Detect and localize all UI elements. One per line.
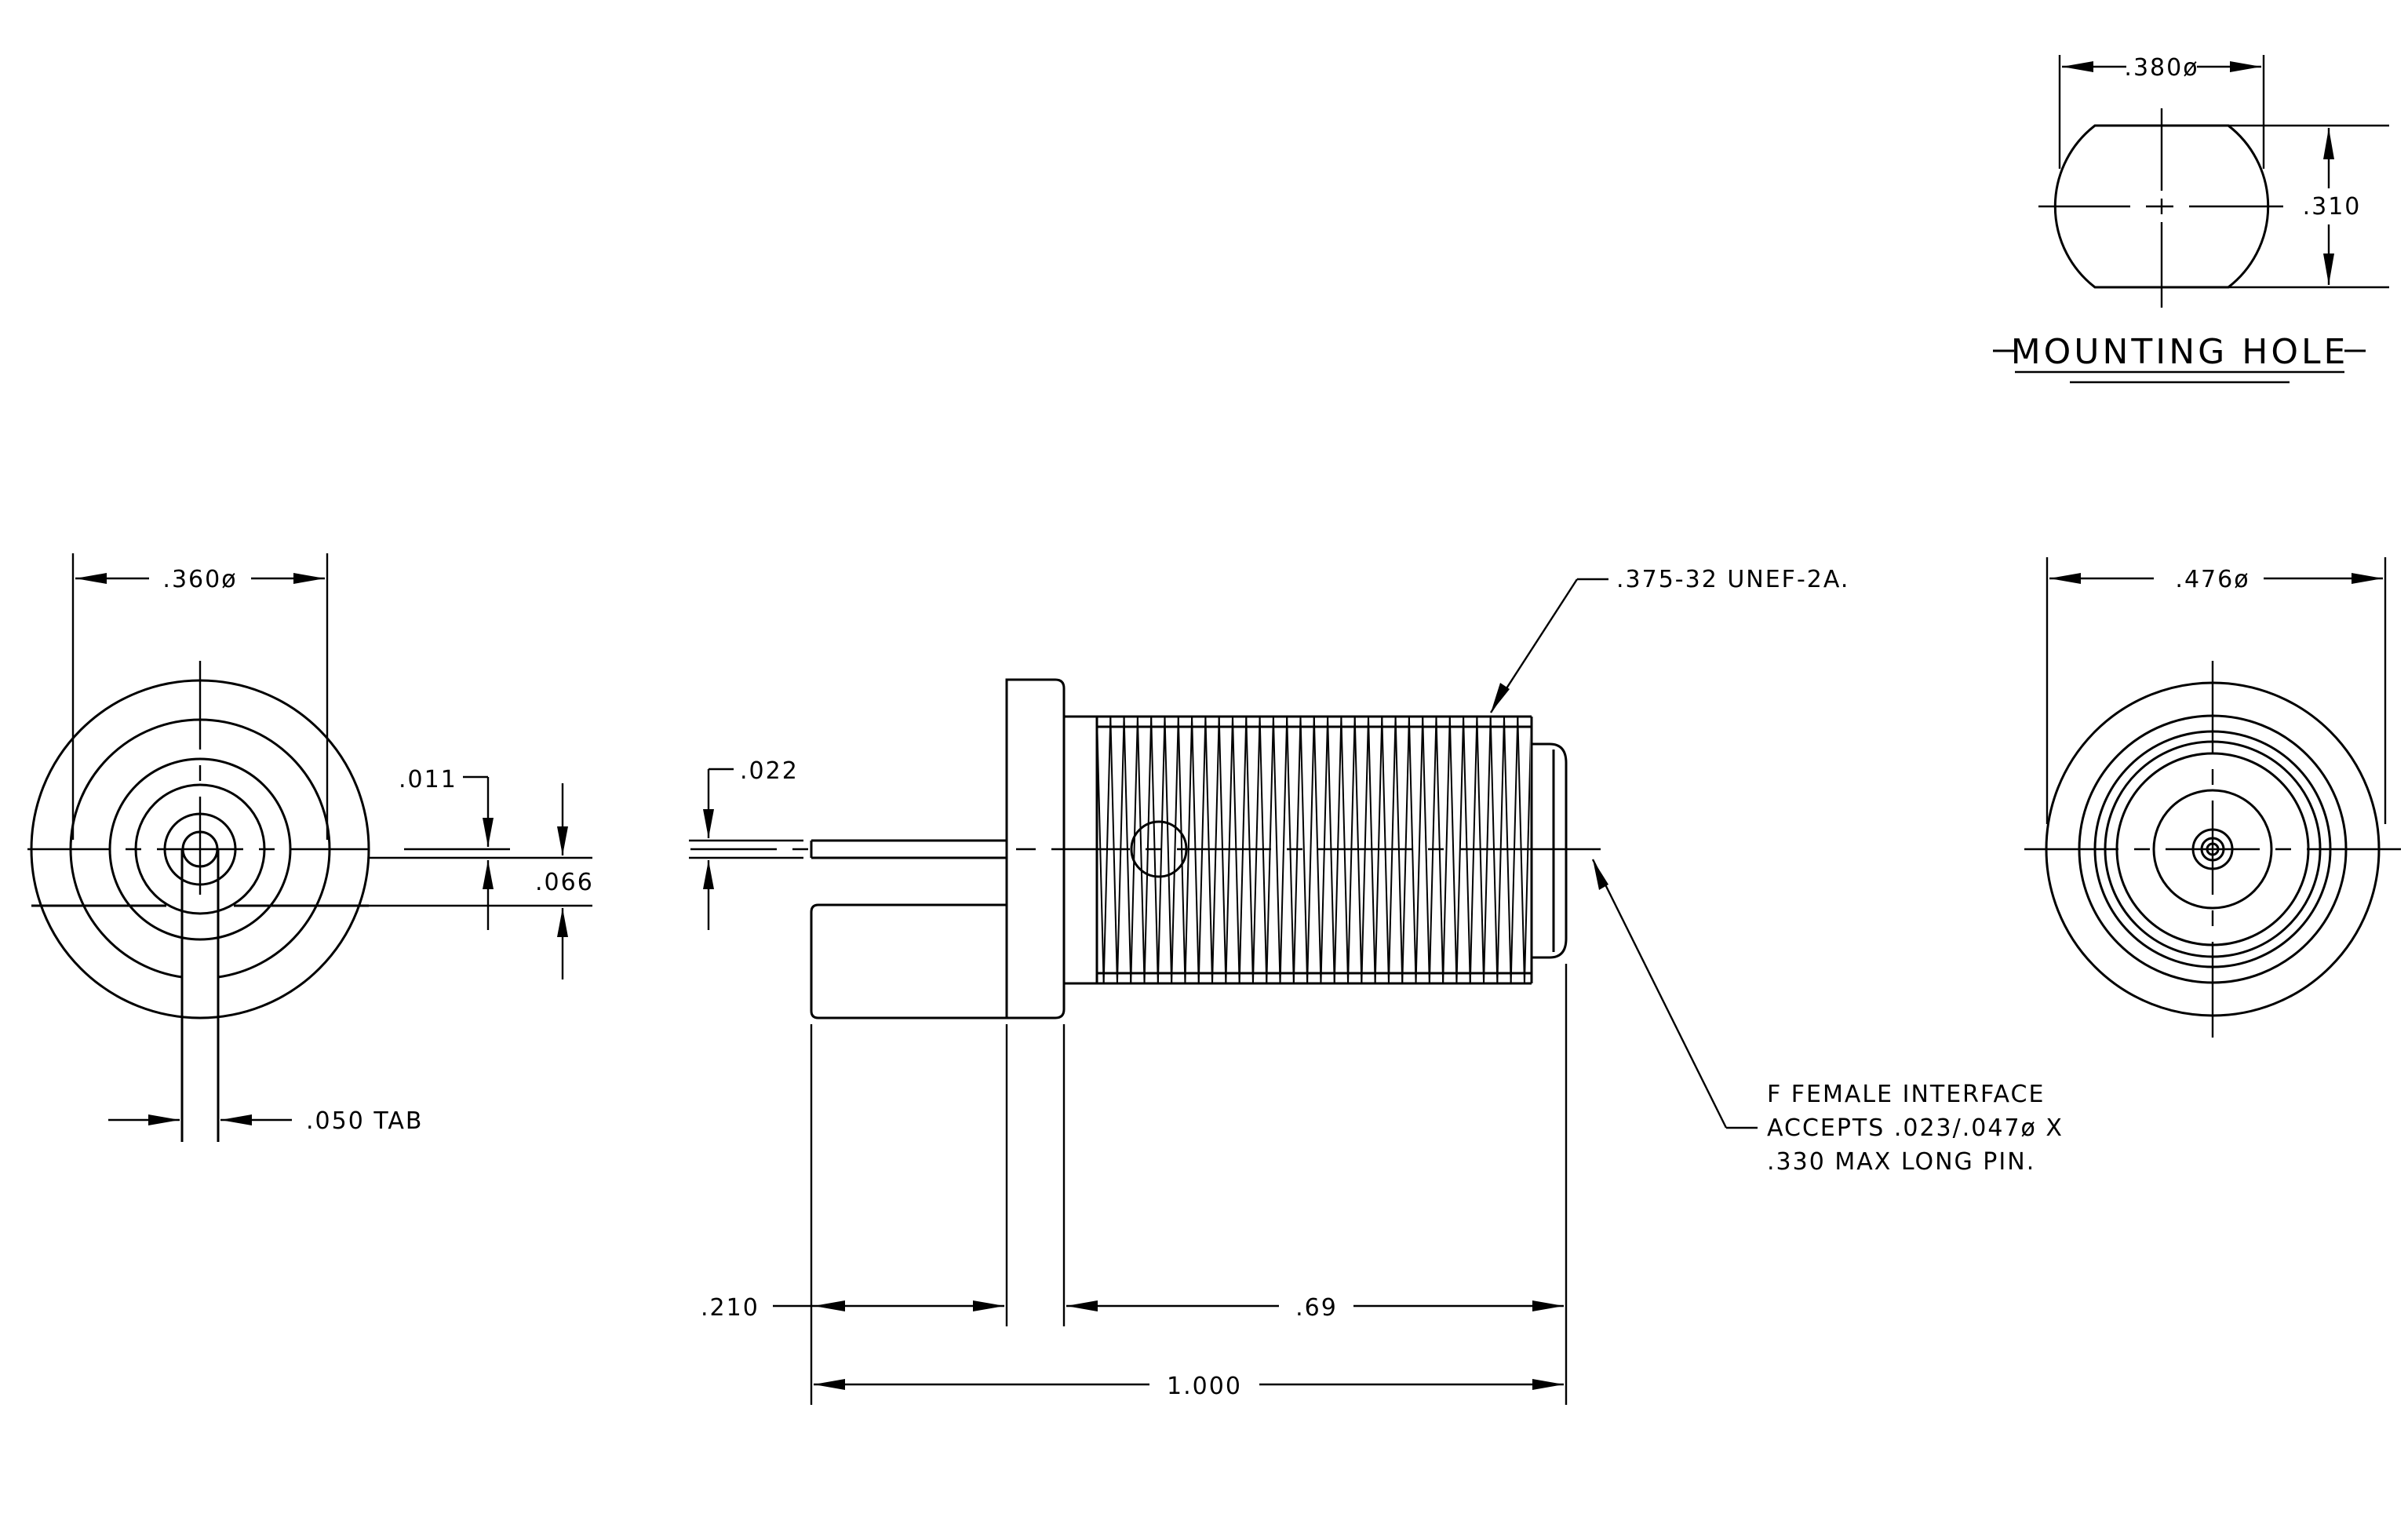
thread-line — [1415, 717, 1424, 983]
right-end-view: .476ø — [2024, 557, 2401, 1038]
left-view-dim-011: .011 — [399, 766, 457, 793]
thread-line — [1130, 717, 1138, 983]
thread-line — [1164, 717, 1173, 983]
thread-line — [1408, 717, 1417, 983]
side-view-tab — [810, 903, 1007, 1019]
mounting-hole-height-dim: .310 — [2303, 193, 2362, 221]
thread-line — [1313, 717, 1322, 983]
side-view-dim-69: .69 — [1295, 1294, 1338, 1322]
side-view-flange — [1005, 678, 1066, 1019]
mounting-hole-width-dim: .380ø — [2124, 54, 2199, 82]
side-view-dim-022: .022 — [740, 757, 799, 785]
thread-line — [1299, 717, 1309, 983]
side-view-dim-210: .210 — [701, 1294, 760, 1322]
thread-pattern — [1097, 717, 1530, 983]
thread-line — [1306, 717, 1315, 983]
mounting-hole-title: MOUNTING HOLE — [2011, 332, 2349, 372]
interface-note-line-3: .330 MAX LONG PIN. — [1767, 1148, 2035, 1176]
thread-line — [1422, 717, 1430, 983]
thread-line — [1442, 717, 1451, 983]
side-view-dim-1000: 1.000 — [1167, 1373, 1242, 1400]
interface-note-line-1: F FEMALE INTERFACE — [1767, 1081, 2045, 1108]
mounting-hole-view: .380ø .310 MOUNTING HOLE — [1993, 54, 2389, 384]
left-end-view: .360ø .011 .066 .050 TAB — [27, 553, 594, 1142]
thread-line — [1272, 717, 1281, 983]
left-view-tab-dim: .050 TAB — [306, 1107, 423, 1135]
side-view-tip — [1532, 742, 1568, 959]
thread-line — [1171, 717, 1179, 983]
thread-line — [1157, 717, 1166, 983]
thread-note: .375-32 UNEF-2A. — [1616, 566, 1849, 593]
thread-line — [1136, 717, 1146, 983]
left-view-dim-066: .066 — [535, 869, 594, 896]
left-view-diameter-dim: .360ø — [162, 566, 237, 593]
interface-note-line-2: ACCEPTS .023/.047ø X — [1767, 1114, 2064, 1142]
thread-line — [1279, 717, 1288, 983]
right-view-diameter-dim: .476ø — [2175, 566, 2250, 593]
thread-line — [1448, 717, 1458, 983]
side-view: .022 .375-32 UNEF-2A. F FEMALE INTERFACE… — [689, 566, 2064, 1405]
